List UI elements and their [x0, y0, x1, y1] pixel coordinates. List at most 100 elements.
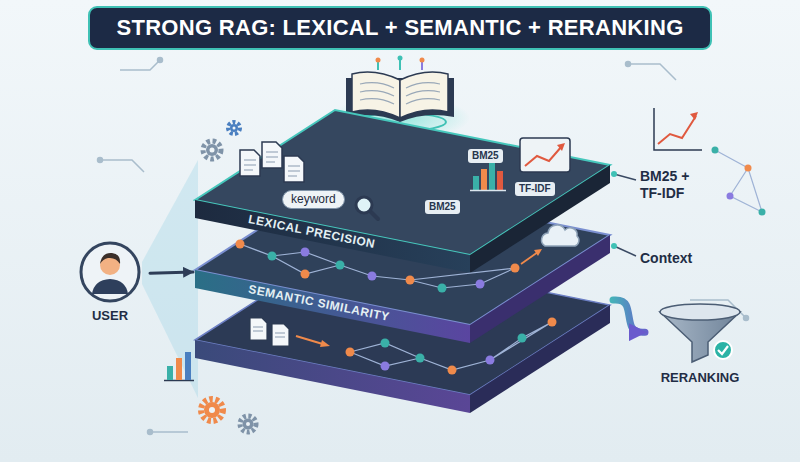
magnifier-icon	[356, 197, 378, 219]
bm25-bar-chart	[481, 169, 487, 190]
bottom-layer-icons	[416, 354, 425, 363]
chart-label: BM25	[425, 200, 460, 214]
funnel-icon	[645, 300, 755, 366]
right-icons	[658, 116, 696, 144]
semantic-network	[368, 272, 377, 281]
user-icon	[100, 253, 120, 264]
leader-lines	[614, 174, 636, 180]
bottom-layer-icons	[486, 356, 495, 365]
layer-front-face	[195, 270, 470, 343]
circuit-traces	[98, 158, 103, 163]
bm25-bar-chart	[497, 171, 503, 190]
gear-icons	[233, 127, 236, 130]
label-anchor: BM25	[425, 196, 460, 214]
bm25-bar-chart	[470, 190, 506, 192]
layer-top-face	[195, 180, 610, 325]
circuit-traces	[98, 58, 749, 435]
magnifier-icon	[370, 211, 378, 219]
bm25-bar-chart	[489, 163, 495, 190]
bottom-layer-icons	[381, 339, 390, 348]
gear-icons	[230, 124, 238, 132]
book-icon	[399, 59, 401, 70]
bottom-layer-icons	[250, 318, 267, 340]
chart-label: TF-IDF	[515, 182, 555, 196]
funnel-icon	[660, 304, 740, 320]
circuit-traces	[628, 64, 676, 80]
semantic-network	[236, 240, 245, 249]
gear-icons	[203, 141, 221, 159]
circuit-traces	[744, 316, 749, 321]
mini-bar-chart	[164, 352, 194, 381]
callout-label: BM25 + TF-IDF	[640, 168, 706, 202]
mini-bar-chart	[167, 366, 173, 380]
semantic-network	[301, 270, 310, 279]
user-node: USER	[70, 240, 150, 330]
bottom-layer-icons	[518, 334, 527, 343]
gear-icons	[246, 422, 250, 426]
label-anchor: TF-IDF	[515, 178, 555, 196]
book-icon	[398, 56, 403, 61]
right-icons	[712, 147, 719, 154]
circuit-traces	[148, 430, 153, 435]
input-arrow	[150, 272, 193, 273]
document-icons	[240, 142, 304, 182]
right-icons	[690, 112, 698, 120]
semantic-network	[240, 244, 515, 288]
cloud-icon	[542, 225, 579, 246]
bottom-layer-icons	[346, 348, 355, 357]
gear-icons	[228, 122, 240, 134]
semantic-network	[301, 248, 310, 257]
bottom-layer-icons	[381, 362, 390, 371]
tfidf-line-chart	[525, 146, 562, 166]
mini-bar-chart	[176, 358, 182, 380]
bm25-bar-chart	[470, 163, 506, 191]
title-area: STRONG RAG: LEXICAL + SEMANTIC + RERANKI…	[0, 6, 800, 50]
circuit-traces	[626, 62, 631, 67]
label-anchor: BM25 + TF-IDF	[640, 168, 706, 202]
gear-icons	[209, 407, 215, 413]
right-icons	[727, 193, 734, 200]
label-anchor: Context	[640, 250, 692, 267]
funnel-label: RERANKING	[661, 370, 740, 386]
document-icons	[284, 156, 304, 182]
label-anchor: BM25	[468, 145, 503, 163]
semantic-network	[534, 249, 542, 256]
layer-side-face	[470, 235, 610, 343]
gear-icons	[240, 416, 256, 432]
semantic-network	[438, 284, 447, 293]
cloud-icon	[542, 225, 579, 246]
tfidf-line-chart	[557, 143, 565, 151]
gear-icons	[204, 402, 220, 418]
funnel-icon	[718, 346, 728, 354]
semantic-network	[236, 240, 543, 293]
document-icons	[240, 150, 260, 176]
semantic-network	[511, 264, 520, 273]
title-banner: STRONG RAG: LEXICAL + SEMANTIC + RERANKI…	[88, 6, 711, 50]
semantic-network	[268, 252, 277, 261]
callout-label: Context	[640, 250, 692, 267]
circuit-traces	[120, 60, 160, 70]
right-icons	[759, 209, 766, 216]
gear-icons	[206, 144, 218, 156]
reranking-funnel: RERANKING	[645, 300, 755, 392]
gear-icons	[243, 419, 254, 430]
gear-icons	[201, 399, 223, 421]
user-icon	[81, 243, 139, 301]
bottom-layer-icons	[253, 327, 285, 337]
circuit-traces	[158, 58, 163, 63]
book-icon	[376, 58, 381, 63]
tfidf-line-chart	[520, 138, 570, 172]
keyword-text: keyword	[291, 192, 336, 207]
gear-icons	[210, 148, 215, 153]
mini-bar-chart	[185, 352, 191, 380]
user-icon	[92, 279, 128, 294]
tfidf-line-chart	[520, 138, 570, 172]
leader-lines	[611, 243, 617, 249]
right-icons	[715, 150, 762, 212]
chart-label: BM25	[468, 149, 503, 163]
user-beam	[142, 160, 198, 398]
document-icons	[262, 142, 282, 168]
